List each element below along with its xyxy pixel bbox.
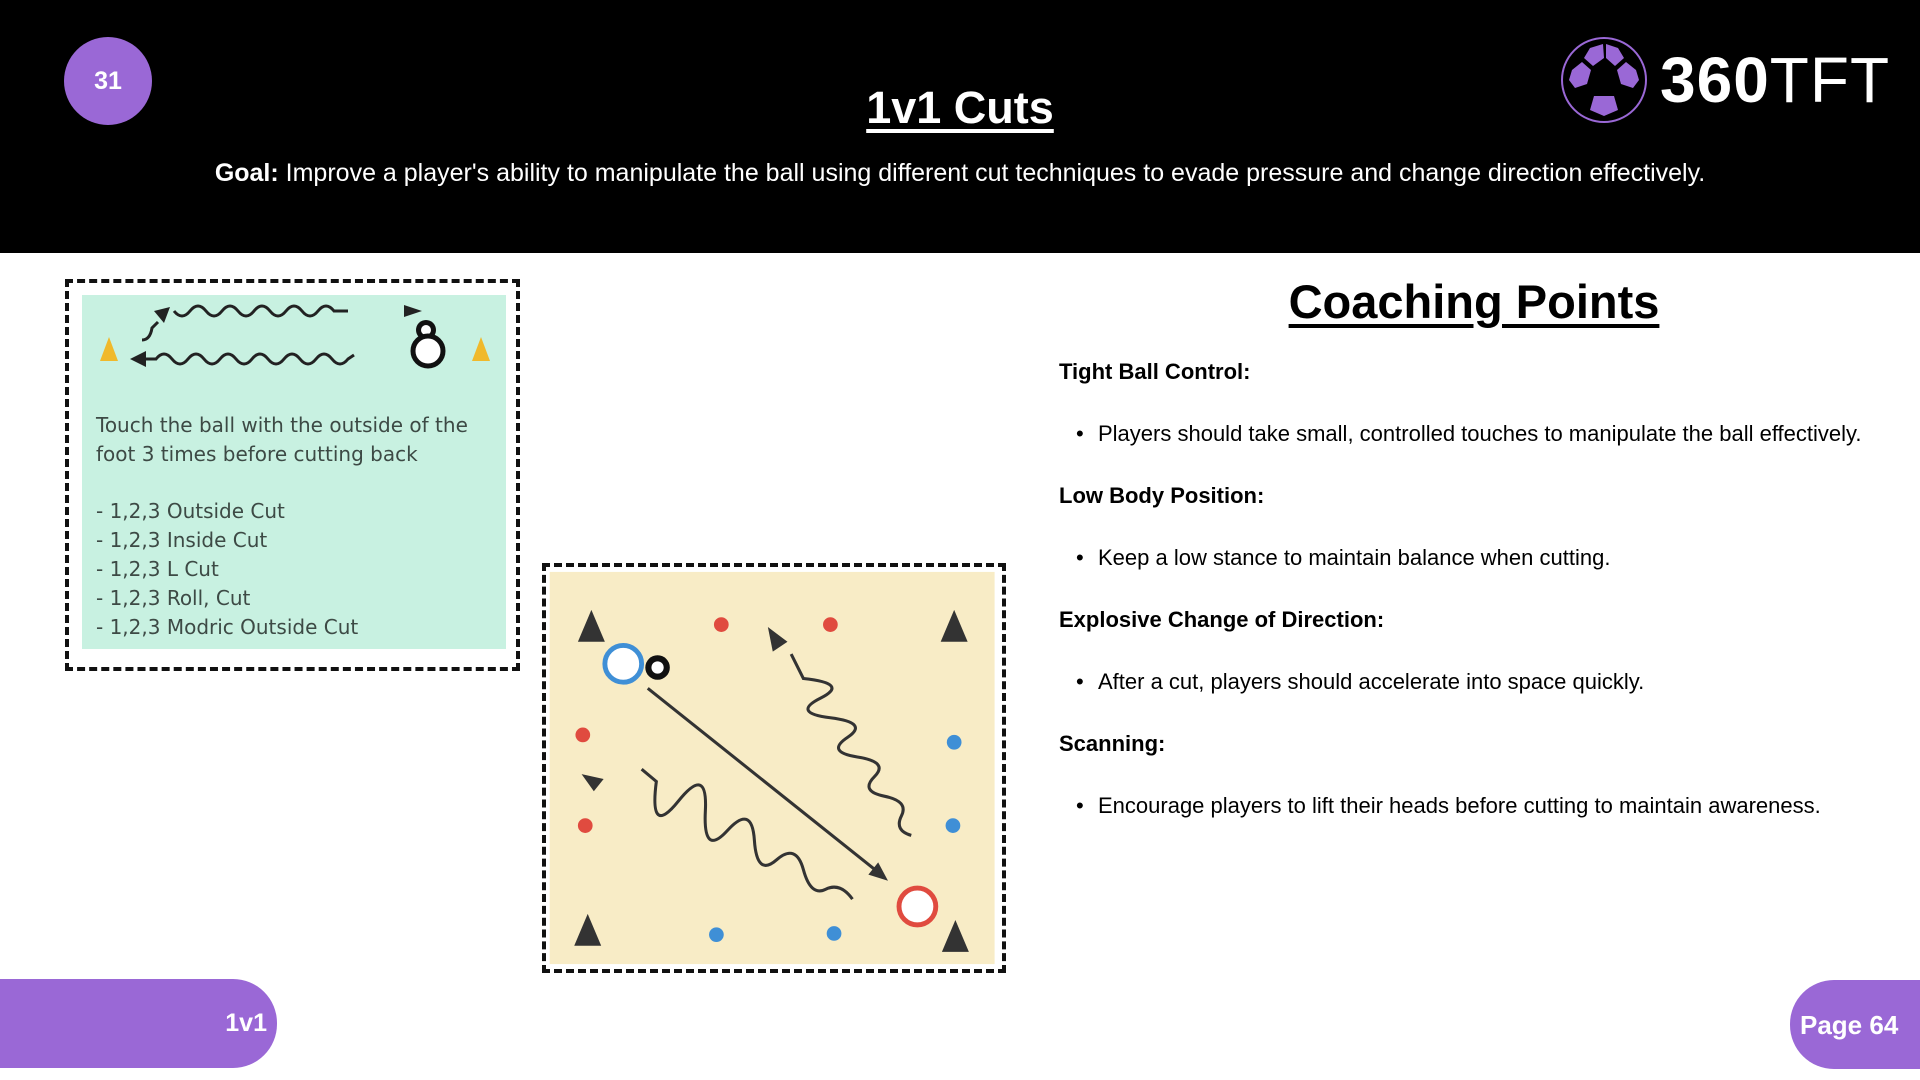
brand-logo: 360TFT	[1560, 36, 1890, 124]
cone-icon	[574, 913, 602, 946]
goal-label: Goal:	[214, 159, 279, 187]
red-markers	[575, 617, 838, 833]
goal-description: Improve a player's ability to manipulate…	[278, 159, 1706, 187]
dribble-arrow	[789, 653, 912, 837]
blue-markers	[709, 734, 962, 943]
coaching-bullet: Encourage players to lift their heads be…	[1076, 793, 1821, 819]
page-title: 1v1 Cuts	[866, 82, 1054, 133]
coaching-heading: Scanning:	[1059, 731, 1166, 756]
category-label: 1v1	[225, 1009, 267, 1037]
goal-text: Goal: Improve a player's ability to mani…	[0, 159, 1920, 188]
red-player-icon	[896, 885, 939, 928]
header: 31 1v1 Cuts Goal: Improve a player's abi…	[0, 0, 1920, 253]
pitch-diagram-card	[542, 563, 1006, 973]
coaching-heading: Explosive Change of Direction:	[1059, 607, 1385, 632]
category-tab: 1v1	[0, 979, 277, 1068]
coaching-bullet: Keep a low stance to maintain balance wh…	[1076, 545, 1610, 571]
logo-wordmark: 360TFT	[1660, 44, 1891, 116]
page-number-tab: Page 64	[1790, 980, 1920, 1069]
dribble-path-back	[144, 352, 355, 366]
page-number: Page 64	[1800, 1010, 1899, 1040]
variation-list: - 1,2,3 Outside Cut - 1,2,3 Inside Cut -…	[96, 497, 496, 642]
cone-icon	[577, 609, 605, 642]
coaching-points-title: Coaching Points	[1288, 275, 1660, 328]
coaching-heading: Tight Ball Control:	[1059, 359, 1251, 384]
variation-item: - 1,2,3 Outside Cut	[96, 499, 285, 523]
drill-card-panel: Touch the ball with the outside of the f…	[82, 295, 506, 649]
soccer-ball-logo-icon	[1561, 37, 1647, 123]
player-icon	[410, 333, 446, 369]
coaching-bullet: Players should take small, controlled to…	[1076, 421, 1862, 447]
drill-instruction: Touch the ball with the outside of the f…	[96, 413, 468, 466]
dribble-arrow	[640, 768, 854, 901]
session-number-badge: 31	[64, 37, 152, 125]
variation-item: - 1,2,3 Inside Cut	[96, 528, 268, 552]
coaching-bullet: After a cut, players should accelerate i…	[1076, 669, 1644, 695]
cone-icon	[100, 337, 118, 361]
pass-arrow	[646, 687, 880, 874]
blue-player-icon	[602, 642, 645, 685]
drill-diagram	[100, 304, 490, 369]
drill-text: Touch the ball with the outside of the f…	[96, 411, 496, 642]
drill-instruction-card: Touch the ball with the outside of the f…	[65, 279, 520, 671]
coaching-heading: Low Body Position:	[1059, 483, 1265, 508]
cone-icon	[940, 609, 968, 642]
variation-item: - 1,2,3 L Cut	[96, 557, 219, 581]
variation-item: - 1,2,3 Modric Outside Cut	[96, 615, 359, 639]
cone-icon	[941, 919, 969, 952]
pitch-diagram	[549, 571, 995, 965]
variation-item: - 1,2,3 Roll, Cut	[96, 586, 251, 610]
cone-icon	[472, 337, 490, 361]
dribble-path-out	[141, 304, 348, 342]
